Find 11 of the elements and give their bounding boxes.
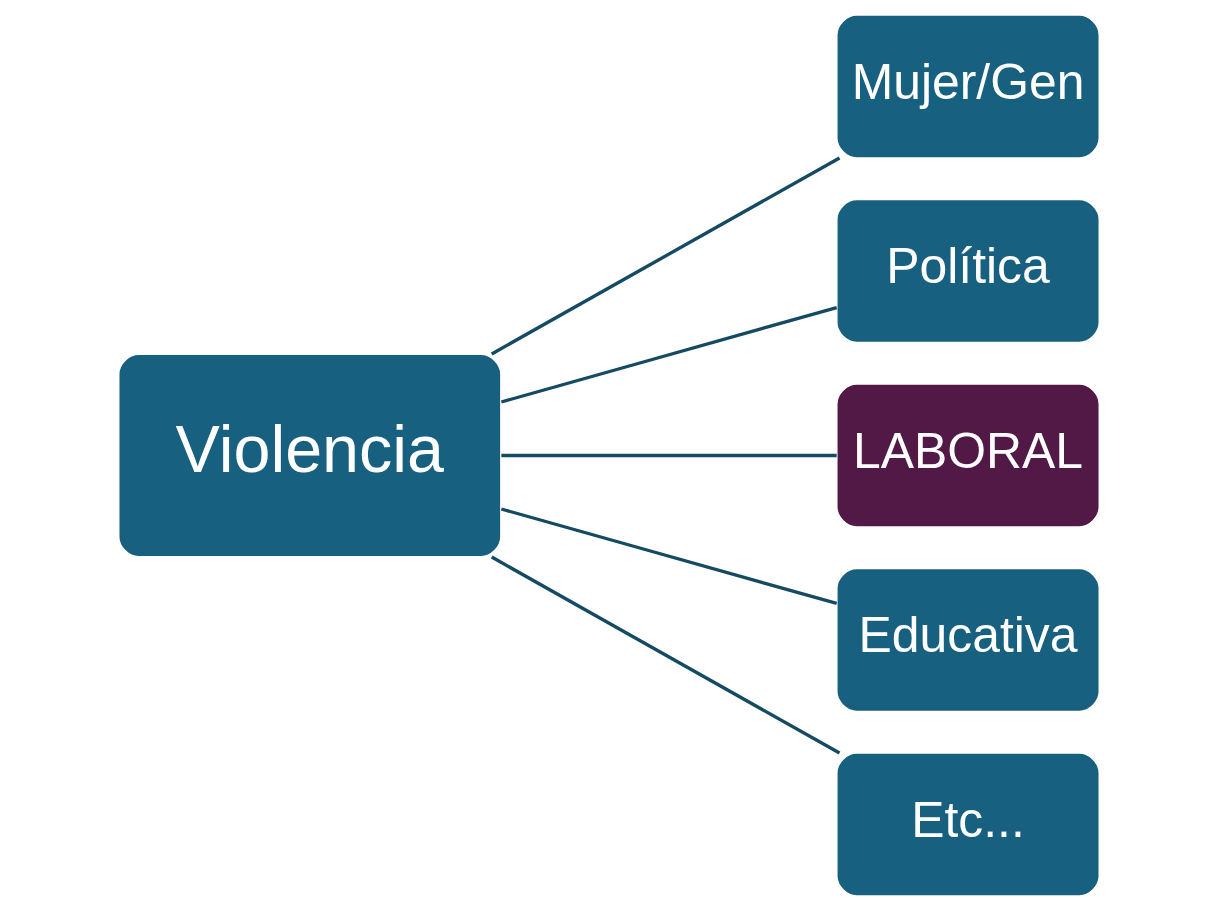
connector [500, 507, 837, 606]
node-box: Educativa [835, 567, 1100, 713]
connector [500, 453, 837, 458]
node-box: Etc... [835, 752, 1100, 897]
connector [500, 305, 837, 404]
node-box: Mujer/Gen [835, 14, 1100, 159]
node-box: LABORAL [835, 383, 1100, 528]
connector [490, 156, 840, 356]
node-box: Política [835, 198, 1100, 344]
connector [490, 555, 840, 755]
node-box: Violencia [117, 353, 502, 558]
